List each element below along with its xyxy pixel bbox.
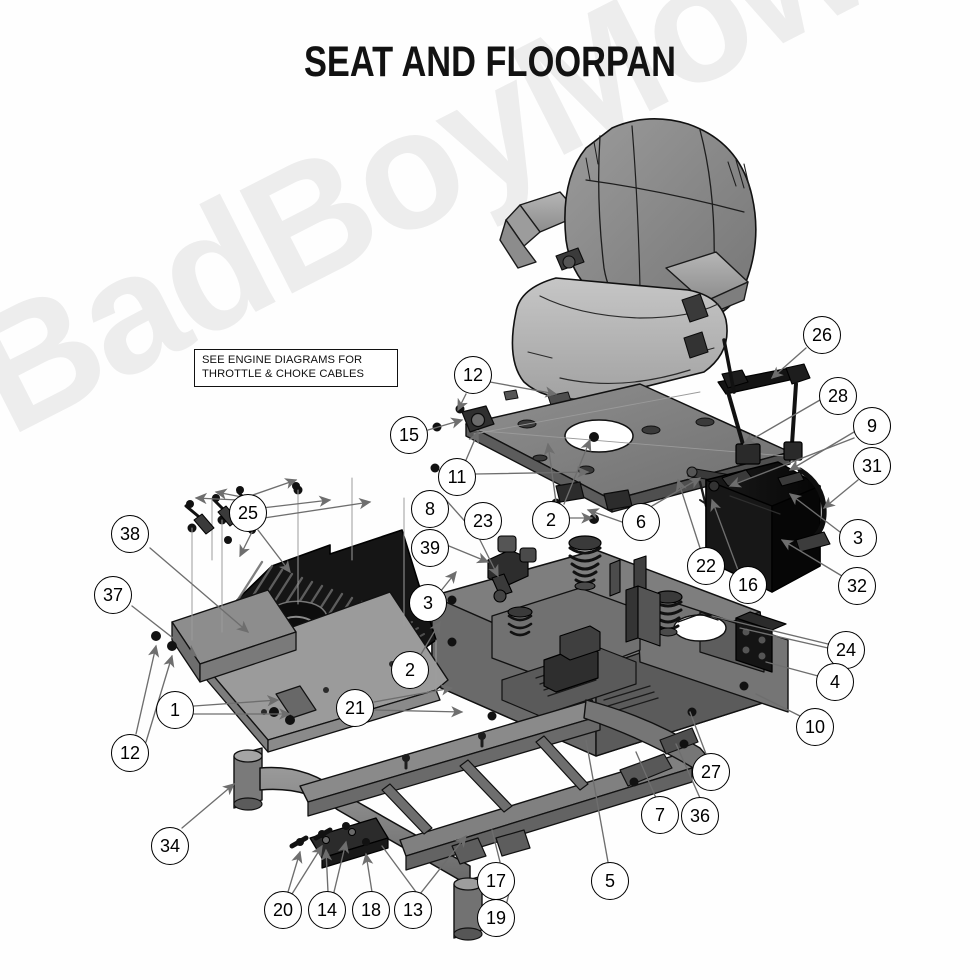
callout-bubble-12[interactable]: 12 — [454, 356, 492, 394]
callout-bubble-1[interactable]: 1 — [156, 691, 194, 729]
callout-bubble-26[interactable]: 26 — [803, 316, 841, 354]
callout-bubble-39[interactable]: 39 — [411, 529, 449, 567]
callout-bubble-11[interactable]: 11 — [438, 458, 476, 496]
engine-diagram-note: SEE ENGINE DIAGRAMS FOR THROTTLE & CHOKE… — [194, 349, 398, 387]
note-line-2: THROTTLE & CHOKE CABLES — [202, 367, 365, 380]
callout-bubble-5[interactable]: 5 — [591, 862, 629, 900]
callout-bubble-38[interactable]: 38 — [111, 515, 149, 553]
callout-bubble-10[interactable]: 10 — [796, 708, 834, 746]
callout-bubble-9[interactable]: 9 — [853, 407, 891, 445]
spring-2 — [653, 590, 683, 637]
callout-bubble-37[interactable]: 37 — [94, 576, 132, 614]
callout-bubble-32[interactable]: 32 — [838, 567, 876, 605]
callout-bubble-31[interactable]: 31 — [853, 447, 891, 485]
callout-bubble-6[interactable]: 6 — [622, 503, 660, 541]
callout-bubble-34[interactable]: 34 — [151, 827, 189, 865]
callout-bubble-28[interactable]: 28 — [819, 377, 857, 415]
callout-bubble-16[interactable]: 16 — [729, 566, 767, 604]
callout-bubble-21[interactable]: 21 — [336, 689, 374, 727]
callout-bubble-25[interactable]: 25 — [229, 494, 267, 532]
callout-bubble-20[interactable]: 20 — [264, 891, 302, 929]
callout-bubble-22[interactable]: 22 — [687, 547, 725, 585]
callout-bubble-23[interactable]: 23 — [464, 502, 502, 540]
callout-bubble-17[interactable]: 17 — [477, 862, 515, 900]
callout-bubble-3[interactable]: 3 — [839, 519, 877, 557]
spring-1 — [568, 535, 602, 591]
spring-3 — [507, 606, 533, 637]
note-line-1: SEE ENGINE DIAGRAMS FOR — [202, 354, 363, 366]
callout-bubble-19[interactable]: 19 — [477, 899, 515, 937]
linkage-assembly — [487, 535, 537, 603]
callout-bubble-4[interactable]: 4 — [816, 663, 854, 701]
page-title: SEAT AND FLOORPAN — [303, 38, 677, 86]
tubular-frame — [233, 699, 713, 941]
callout-bubble-8[interactable]: 8 — [411, 490, 449, 528]
callout-bubble-2[interactable]: 2 — [391, 651, 429, 689]
callout-bubble-15[interactable]: 15 — [390, 416, 428, 454]
callout-bubble-18[interactable]: 18 — [352, 891, 390, 929]
callout-bubble-14[interactable]: 14 — [308, 891, 346, 929]
seat-assembly — [499, 118, 757, 415]
callout-bubble-2[interactable]: 2 — [532, 501, 570, 539]
callout-bubble-12[interactable]: 12 — [111, 734, 149, 772]
callout-bubble-7[interactable]: 7 — [641, 796, 679, 834]
callout-bubble-36[interactable]: 36 — [681, 797, 719, 835]
callout-bubble-3[interactable]: 3 — [409, 584, 447, 622]
callout-bubble-27[interactable]: 27 — [692, 753, 730, 791]
callout-bubble-13[interactable]: 13 — [394, 891, 432, 929]
